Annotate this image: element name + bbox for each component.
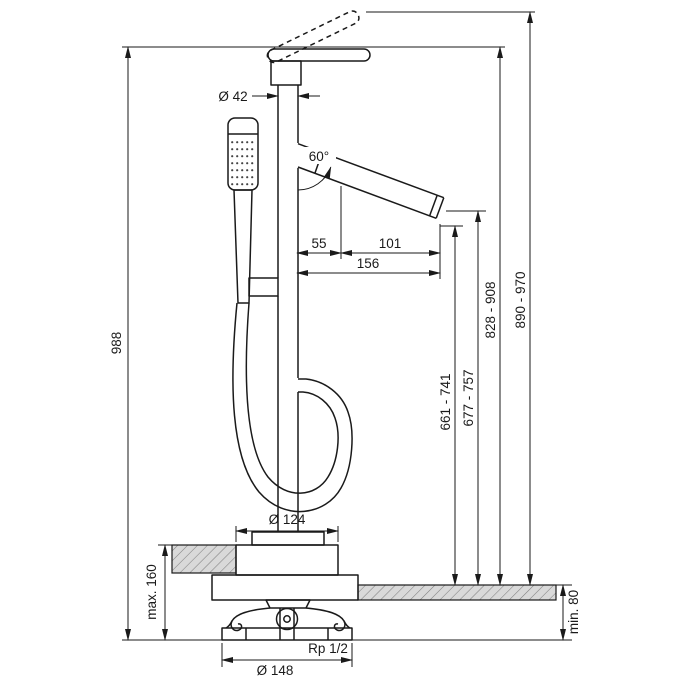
hand-shower-spray-face — [231, 138, 256, 186]
dim-label-riser-diameter: Ø 42 — [218, 89, 247, 104]
dimension-lines — [125, 11, 566, 663]
connection-circle-center — [283, 615, 291, 623]
dimension-labels: 988 max. 160 min. 80 661 - 741 677 - 757… — [109, 89, 581, 678]
dim-label-handle-height: 890 - 970 — [513, 271, 528, 328]
mounting-volute-left — [230, 607, 271, 632]
floor-right — [357, 584, 557, 601]
dim-label-escutcheon: Ø 124 — [269, 512, 306, 527]
dim-label-body-height: 828 - 908 — [483, 281, 498, 338]
spout-lower-edge — [297, 166, 437, 220]
lever-handle — [267, 48, 371, 62]
dim-label-connection-thread: Rp 1/2 — [308, 641, 348, 656]
mounting-flange — [221, 627, 353, 641]
dim-label-outlet-high: 677 - 757 — [461, 369, 476, 426]
riser-column — [277, 85, 299, 532]
base-plate — [211, 574, 359, 601]
handle-pivot — [270, 60, 302, 86]
shower-hose — [232, 302, 353, 513]
dim-label-spout-reach: 101 — [379, 236, 402, 251]
base-escutcheon — [235, 544, 339, 576]
hand-shower — [227, 117, 279, 304]
mounting-neck — [265, 599, 311, 609]
dim-label-floor-max: max. 160 — [144, 564, 159, 620]
shower-holder — [248, 277, 279, 297]
floor-left — [171, 544, 237, 574]
mounting-volute-right — [305, 607, 346, 632]
dim-label-outlet-low: 661 - 741 — [438, 373, 453, 430]
floor-left-hatch — [171, 544, 237, 574]
base-step — [251, 531, 325, 546]
dim-label-overall-height: 988 — [109, 332, 124, 355]
lever-handle-raised-dashed — [266, 10, 360, 64]
dim-label-spout-angle: 60° — [309, 149, 329, 164]
base — [211, 531, 359, 641]
hose-outer-edge — [232, 302, 353, 513]
connection-circle — [275, 607, 299, 631]
dim-label-spout-offset: 55 — [311, 236, 326, 251]
dim-label-total-projection: 156 — [357, 256, 380, 271]
floor-right-hatch — [357, 584, 557, 601]
spout-end-inner — [428, 195, 438, 217]
spout-end-cap — [435, 197, 445, 219]
dim-label-floor-min: min. 80 — [566, 590, 581, 634]
hose-inner-edge — [245, 302, 339, 494]
dim-label-base-plate: Ø 148 — [257, 663, 294, 678]
dim-arc-spout-angle — [297, 166, 332, 191]
spout-angle-halo — [302, 147, 336, 164]
